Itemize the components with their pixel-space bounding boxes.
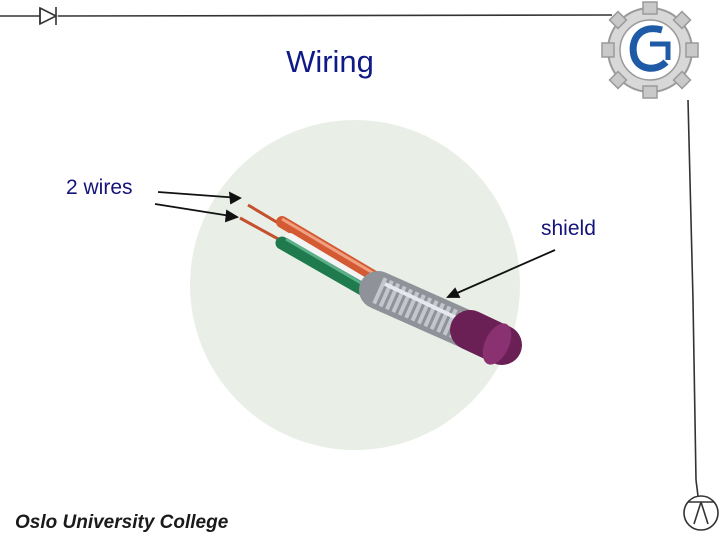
arrow-to-wires	[154, 191, 242, 223]
gear-logo-icon	[601, 1, 699, 99]
circuit-symbol-icon	[683, 479, 719, 531]
diode-icon	[39, 6, 58, 26]
frame-lines	[0, 14, 697, 481]
shield-label: shield	[541, 217, 596, 240]
footer-institution: Oslo University College	[15, 512, 229, 533]
wires-label: 2 wires	[66, 176, 133, 199]
arrow-to-shield	[446, 249, 556, 298]
slide-title: Wiring	[286, 44, 374, 79]
cable-photo	[239, 203, 522, 365]
